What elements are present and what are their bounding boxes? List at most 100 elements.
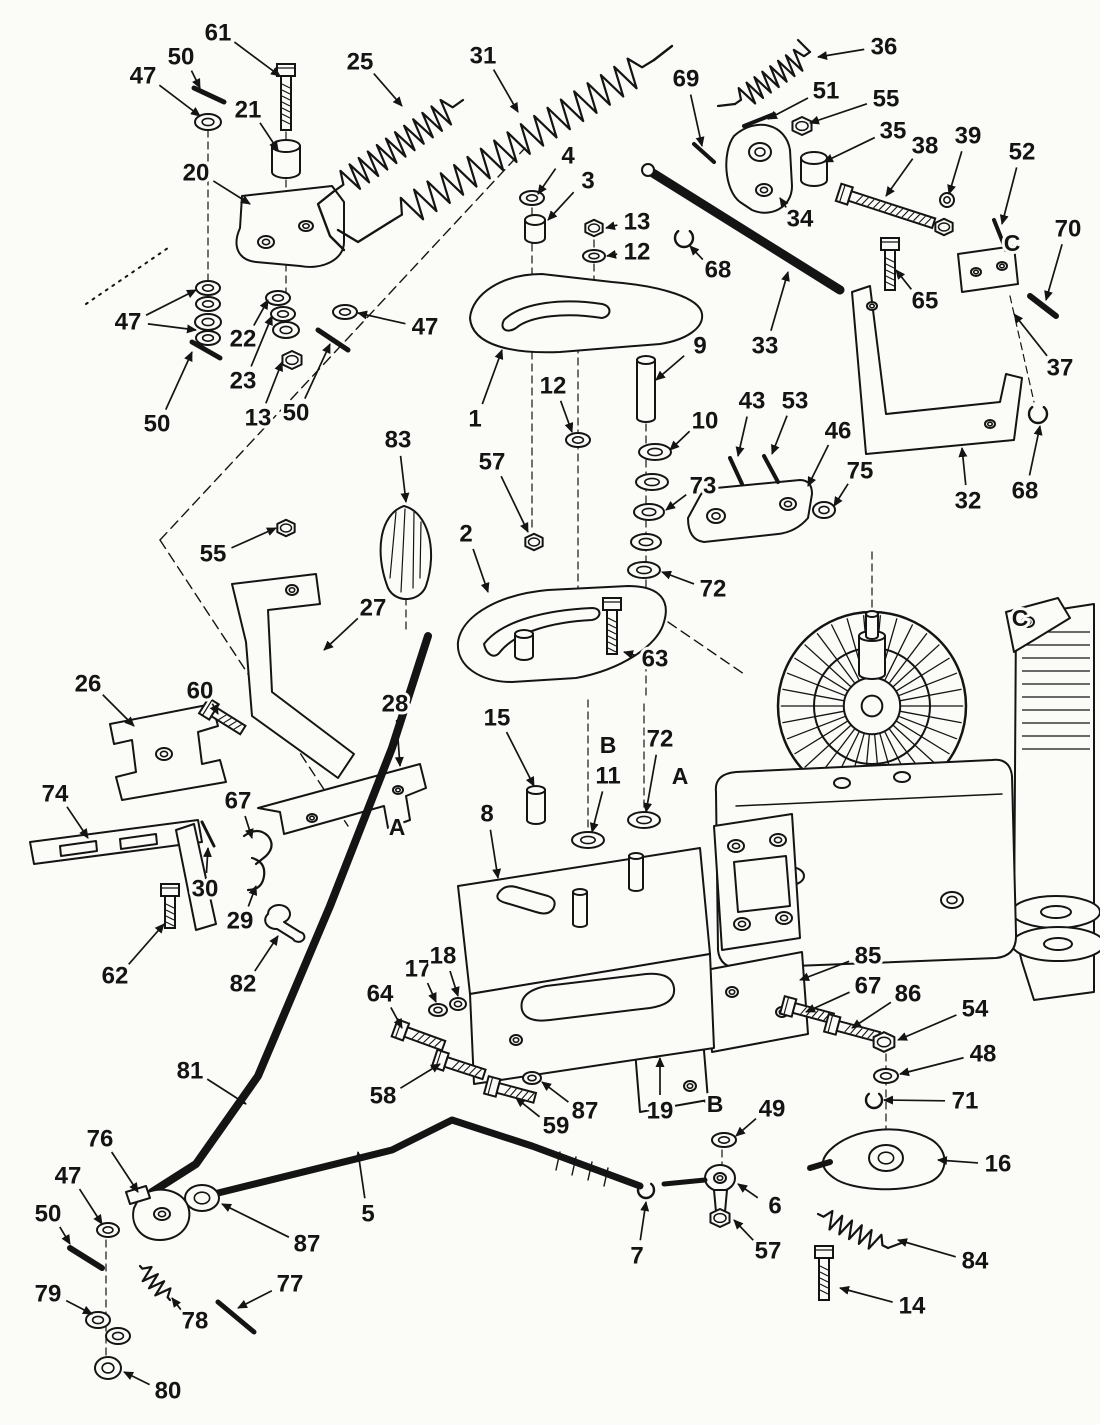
plate85-hole-1 — [725, 986, 739, 998]
callout-18: 18 — [427, 940, 460, 997]
frame-dash-1 — [159, 147, 526, 541]
callout-35: 35 — [823, 115, 909, 163]
callout-label-10: 10 — [692, 408, 719, 435]
callout-47: 47 — [357, 311, 441, 344]
e-ring-68b — [1027, 405, 1049, 425]
callout-36: 36 — [817, 31, 900, 64]
callout-8: 8 — [477, 798, 502, 879]
callout-79: 79 — [32, 1278, 93, 1315]
callout-57: 57 — [476, 446, 529, 533]
link46-hole-2 — [779, 497, 797, 511]
callout-82: 82 — [227, 935, 279, 1001]
pivot34-hole-2 — [755, 183, 773, 197]
callout-label-18: 18 — [430, 943, 457, 970]
callout-54: 54 — [897, 993, 992, 1041]
callout-label-23: 23 — [230, 368, 257, 395]
ref-label-C-0: C — [1004, 230, 1021, 256]
callout-label-11: 11 — [595, 763, 620, 790]
washer-47-c — [96, 1222, 120, 1238]
pin-50-top — [191, 85, 227, 105]
callout-12: 12 — [537, 370, 574, 433]
mount-bolt-1 — [727, 839, 745, 853]
callout-2: 2 — [456, 518, 490, 593]
callout-label-61: 61 — [205, 20, 232, 47]
pin-70 — [1027, 293, 1059, 319]
bracket32-hole-1 — [866, 301, 878, 311]
callout-label-67: 67 — [855, 973, 882, 1000]
link-rod-5 — [210, 1116, 644, 1198]
bracket26-hole — [155, 747, 173, 761]
pin-69 — [692, 142, 716, 164]
knob-hatch-2 — [400, 508, 406, 593]
washer-10c — [630, 533, 662, 551]
pin-53 — [762, 454, 780, 484]
spring-25 — [331, 98, 465, 194]
callout-label-43: 43 — [739, 388, 766, 415]
callout-29: 29 — [224, 885, 258, 938]
bracket20-hole-2 — [298, 220, 314, 232]
callout-50: 50 — [280, 343, 331, 430]
frame-dash-3 — [667, 621, 745, 675]
callout-11: 11 — [589, 760, 624, 833]
callout-71: 71 — [883, 1085, 981, 1118]
plate-c-hole-1 — [970, 267, 982, 277]
callout-23: 23 — [227, 315, 273, 398]
callout-27: 27 — [323, 592, 389, 651]
bolt-62 — [160, 883, 180, 929]
pin-9 — [636, 355, 656, 423]
callout-label-82: 82 — [230, 971, 257, 998]
housing-boss-1 — [833, 777, 851, 789]
washer-72-b — [627, 811, 661, 829]
rod5-thread-4 — [603, 1167, 609, 1187]
washer-47-top — [194, 113, 222, 131]
washer-23 — [270, 306, 296, 322]
callout-label-50: 50 — [144, 411, 171, 438]
callout-label-33: 33 — [752, 333, 779, 360]
pin-50-b — [67, 1245, 105, 1271]
callout-label-12: 12 — [540, 373, 567, 400]
bolt-63 — [602, 597, 622, 655]
callout-57: 57 — [733, 1219, 784, 1268]
callout-13: 13 — [242, 361, 283, 435]
rod-33 — [643, 165, 845, 295]
callout-label-20: 20 — [183, 160, 210, 187]
washer-18 — [449, 997, 467, 1011]
callout-75: 75 — [833, 455, 876, 507]
callout-84: 84 — [897, 1238, 992, 1278]
cam-plate-1-slot — [501, 300, 611, 332]
bolt-61 — [276, 63, 296, 131]
pulley-upper-hub — [1040, 905, 1072, 919]
washer-4 — [519, 190, 545, 206]
callout-label-70: 70 — [1055, 216, 1082, 243]
callout-31: 31 — [467, 40, 519, 113]
rod33-end — [641, 163, 655, 177]
bracket-32 — [851, 285, 1023, 455]
washer-17 — [428, 1003, 448, 1017]
callout-38: 38 — [885, 130, 941, 197]
nut-38 — [934, 217, 954, 237]
callout-21: 21 — [232, 94, 279, 151]
bolt-14 — [814, 1245, 834, 1301]
callout-49: 49 — [735, 1093, 788, 1137]
callout-label-13: 13 — [624, 209, 651, 236]
callout-9: 9 — [655, 330, 710, 381]
callout-label-71: 71 — [952, 1088, 979, 1115]
ref-label-B-4: B — [707, 1091, 724, 1117]
link46-hole-1 — [706, 508, 726, 524]
washer-79b — [105, 1327, 131, 1345]
callout-55: 55 — [809, 83, 902, 125]
washer-48 — [873, 1068, 899, 1084]
callout-30: 30 — [189, 847, 221, 906]
callout-51: 51 — [767, 75, 842, 120]
callout-70: 70 — [1044, 213, 1084, 301]
knob-hatch-1 — [389, 511, 397, 579]
callout-72: 72 — [661, 570, 729, 606]
spring36-hook-a — [796, 38, 812, 54]
callout-label-8: 8 — [480, 801, 493, 828]
callout-label-84: 84 — [962, 1248, 989, 1275]
callout-69: 69 — [670, 63, 705, 147]
clip-67 — [242, 829, 273, 866]
cam-plate-2 — [456, 585, 667, 683]
callout-label-68: 68 — [705, 257, 732, 284]
washer-23b — [272, 321, 300, 339]
